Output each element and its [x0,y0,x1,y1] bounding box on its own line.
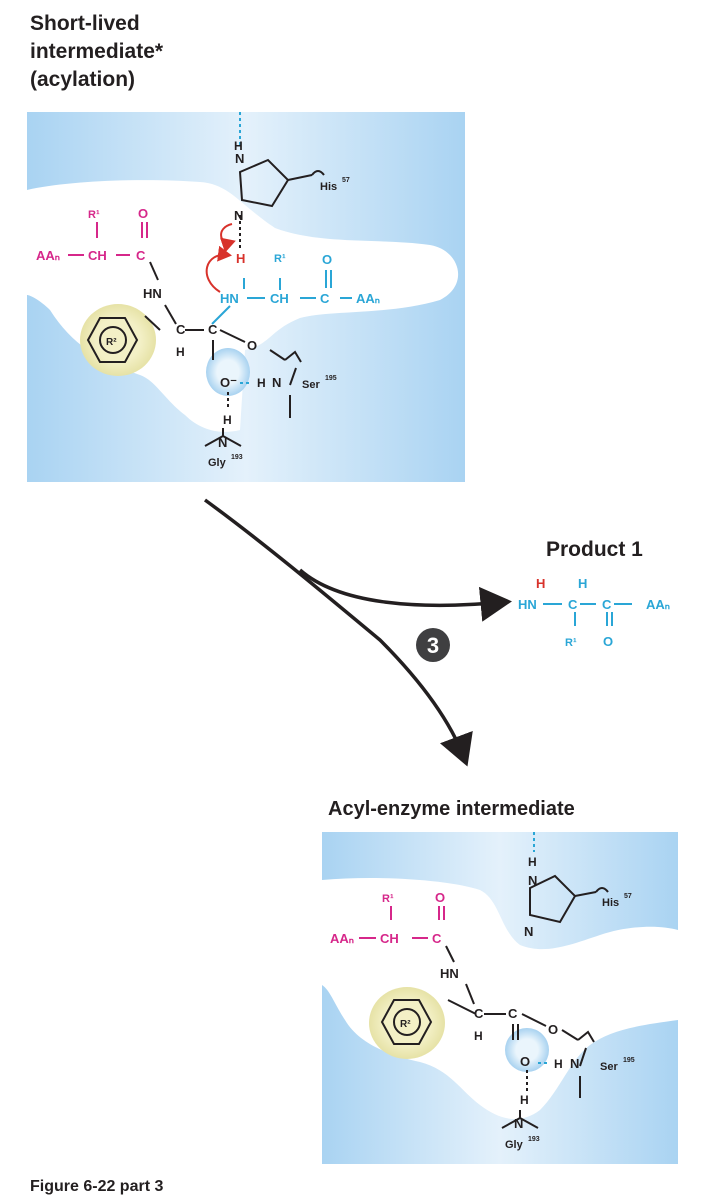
bottom-hn: HN [440,966,459,981]
top-carbonyl-o-cyan: O [322,252,332,267]
bottom-ser-label: Ser [600,1061,618,1073]
bottom-gly-label: Gly [505,1139,524,1151]
top-specificity-pocket [80,304,156,376]
bottom-aa-magenta: AAₙ [330,931,354,946]
top-hn-black: HN [143,286,162,301]
top-hn-cyan: HN [220,291,239,306]
top-enzyme-panel [27,112,465,482]
top-ser-superscript: 195 [325,375,337,382]
bottom-enzyme-panel [322,832,678,1164]
top-his-h-upper: H [234,139,243,153]
bottom-c-alpha: C [474,1006,484,1021]
top-c-alpha-h: H [176,345,185,359]
bottom-molecule [359,832,609,1129]
bottom-acyl-c: C [508,1006,518,1021]
product-heading: Product 1 [546,538,643,561]
top-his-ring [238,158,290,208]
product-molecule: H H HN C C AAₙ R¹ O [518,576,670,649]
top-r2-label: R² [106,337,117,348]
top-transferred-h: H [236,251,245,266]
top-benzene-ring [86,317,139,363]
top-r1-magenta: R¹ [88,209,100,221]
bottom-his-h: H [528,855,537,869]
bottom-gly-h: H [520,1093,529,1107]
bottom-his-ring [529,874,577,924]
panel-title-line-1: Short-lived [30,12,140,35]
top-gly-label: Gly [208,457,227,469]
bottom-ser-n: N [570,1056,579,1071]
bottom-ch-magenta: CH [380,931,399,946]
product-c1: C [568,597,578,612]
top-his-superscript: 57 [342,177,350,184]
bottom-ser-superscript: 195 [623,1057,635,1064]
bottom-gly-superscript: 193 [528,1136,540,1143]
top-his-n-lower: N [234,208,243,223]
arrow-to-product [298,568,512,622]
top-aa-magenta: AAₙ [36,248,60,263]
bottom-benzene-ring [380,999,433,1045]
bottom-labels: H N N His 57 R¹ O AAₙ CH C HN C H C O O … [330,855,635,1151]
bottom-his-n-lower: N [524,924,533,939]
product-aa: AAₙ [646,597,670,612]
bottom-ser-h: H [554,1057,563,1071]
top-carbonyl-o-magenta: O [138,206,148,221]
panel-title-line-2: intermediate* [30,40,164,63]
top-r1-cyan: R¹ [274,253,286,265]
bottom-ser-o: O [548,1022,558,1037]
bottom-substrate-cleft [322,878,678,1120]
top-aa-cyan: AAₙ [356,291,380,306]
acyl-enzyme-heading: Acyl-enzyme intermediate [328,798,575,820]
top-his-n-upper: N [235,151,244,166]
top-gly-superscript: 193 [231,454,243,461]
product-r1: R¹ [565,637,577,649]
bottom-c-magenta: C [432,931,442,946]
top-ser-label: Ser [302,379,320,391]
panel-title-line-3: (acylation) [30,68,136,91]
bottom-r1-magenta: R¹ [382,893,394,905]
bottom-specificity-pocket [369,987,445,1059]
top-oxyanion: O⁻ [220,375,237,390]
step-badge [416,628,450,662]
product-o: O [603,634,613,649]
top-ch-magenta: CH [88,248,107,263]
bottom-oxyanion-hole [505,1028,549,1072]
top-tetrahedral-c: C [208,322,218,337]
top-his-label: His [320,181,337,193]
step-number: 3 [427,633,439,658]
figure-caption: Figure 6-22 part 3 [30,1178,164,1195]
bottom-carbonyl-o-magenta: O [435,890,445,905]
bottom-gly-n: N [514,1116,523,1131]
bottom-carbonyl-o: O [520,1054,530,1069]
bottom-his-superscript: 57 [624,893,632,900]
arrow-to-acyl-enzyme [203,498,473,767]
top-ser-n: N [272,375,281,390]
bottom-r2-label: R² [400,1019,411,1030]
top-c-alpha: C [176,322,186,337]
top-labels: N H N His 57 H R¹ O AAₙ CH C HN C H C O … [36,139,380,469]
top-c-magenta: C [136,248,146,263]
product-h-cyan: H [578,576,587,591]
product-hn: HN [518,597,537,612]
product-c2: C [602,597,612,612]
top-ch-cyan: CH [270,291,289,306]
top-ser-o: O [247,338,257,353]
top-gly-n: N [218,435,227,450]
top-oxyanion-hole [206,348,250,396]
top-molecule [68,112,352,447]
top-ser-h: H [257,376,266,390]
top-gly-h: H [223,413,232,427]
product-h-red: H [536,576,545,591]
bottom-c-alpha-h: H [474,1029,483,1043]
bottom-his-label: His [602,897,619,909]
panel-title: Short-lived intermediate* (acylation) [30,10,163,94]
reaction-arrows [203,498,512,767]
bottom-his-n-upper: N [528,873,537,888]
top-c-cyan: C [320,291,330,306]
